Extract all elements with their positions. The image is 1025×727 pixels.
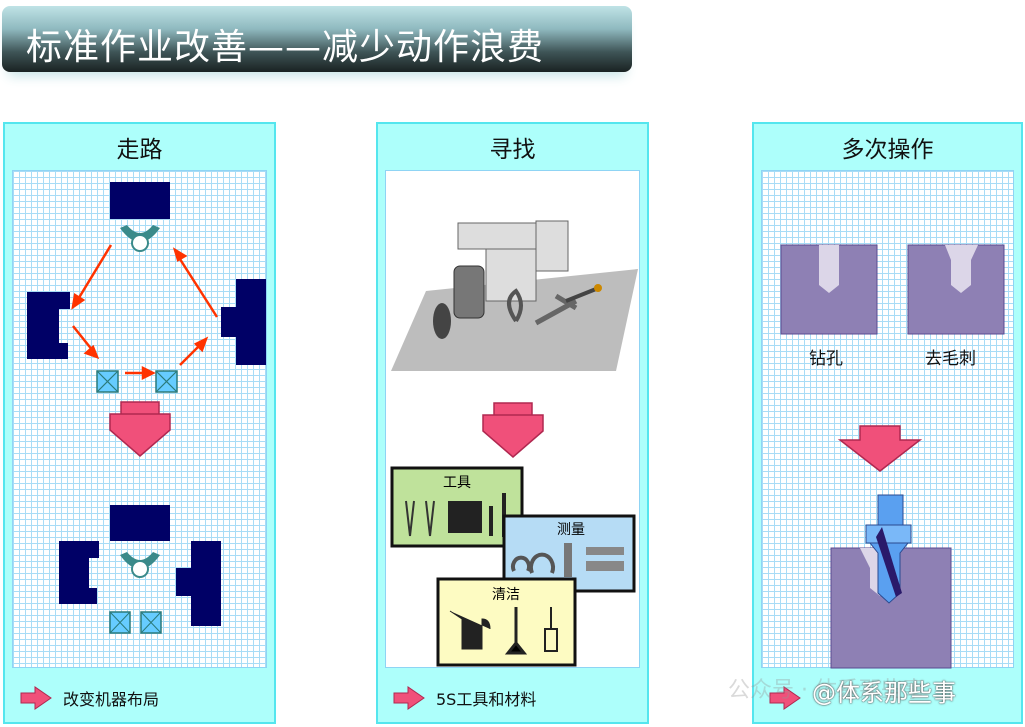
footer-text: 改变机器布局 xyxy=(63,690,160,709)
down-arrow-icon xyxy=(837,425,923,472)
after-layout xyxy=(59,505,221,634)
panel-searching: 寻找 工具 测量 清洁 5S工具和材料 xyxy=(376,122,649,724)
panel-title: 走路 xyxy=(116,137,163,163)
toolbox xyxy=(457,222,539,250)
machine-layout-svg xyxy=(27,182,266,634)
jar xyxy=(453,265,485,319)
panel-title: 寻找 xyxy=(489,137,536,163)
drill-label: 钻孔 xyxy=(809,349,843,369)
measure-label: 测量 xyxy=(557,522,585,538)
pointer-arrow-icon xyxy=(393,686,425,710)
clean-box: 清洁 xyxy=(436,577,577,667)
before-layout xyxy=(27,182,266,393)
footer-note xyxy=(768,686,812,710)
pointer-arrow-icon xyxy=(20,686,52,710)
machine-left xyxy=(27,292,70,359)
down-arrow-icon xyxy=(482,402,544,458)
deburr-label: 去毛刺 xyxy=(925,349,976,369)
roll xyxy=(433,303,451,339)
drill-svg xyxy=(780,244,1005,669)
layout-diagram xyxy=(12,170,267,668)
clean-label: 清洁 xyxy=(492,587,520,603)
panel-walking: 走路 改变机器布局 xyxy=(3,122,276,724)
drill-diagram: 钻孔 去毛刺 xyxy=(761,170,1014,669)
footer-text: 5S工具和材料 xyxy=(436,690,537,709)
title-banner: 标准作业改善——减少动作浪费 xyxy=(2,6,632,72)
operator-icon xyxy=(120,225,160,242)
machine-right xyxy=(221,279,266,365)
down-arrow-icon xyxy=(109,401,171,457)
tools-label: 工具 xyxy=(443,475,471,491)
footer-note: 改变机器布局 xyxy=(19,686,159,710)
page-title: 标准作业改善——减少动作浪费 xyxy=(26,27,545,68)
combined-drill-icon xyxy=(830,494,952,669)
machine-top xyxy=(110,182,170,219)
tools-box: 工具 xyxy=(390,466,524,548)
watermark-faint: 公众号 · 体系那些事 xyxy=(728,678,925,703)
tools-svg: 工具 测量 清洁 xyxy=(390,220,638,667)
footer-note: 5S工具和材料 xyxy=(392,686,536,710)
watermark-main: @体系那些事 xyxy=(812,679,956,707)
panel-multiple-operations: 多次操作 钻孔 去毛刺 xyxy=(752,122,1023,724)
tools-diagram: 工具 测量 清洁 xyxy=(385,170,640,668)
walking-arrows xyxy=(71,244,219,381)
pointer-arrow-icon xyxy=(769,686,801,710)
panel-title: 多次操作 xyxy=(841,137,934,163)
